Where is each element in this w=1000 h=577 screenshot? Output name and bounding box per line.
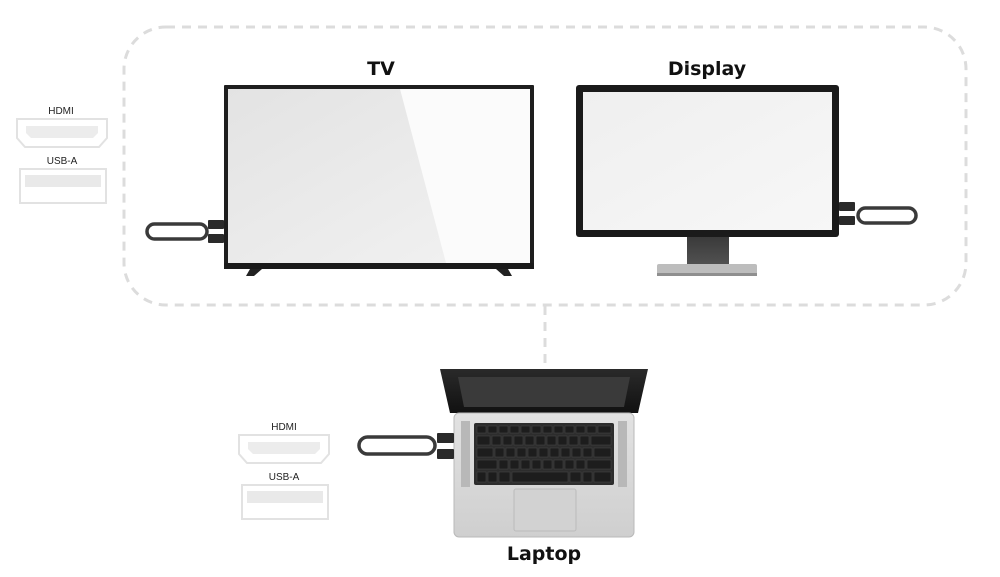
tv-icon — [208, 85, 534, 276]
hdmi-port-icon — [238, 434, 330, 464]
laptop-label: Laptop — [506, 543, 582, 565]
hdmi-label-top: HDMI — [48, 106, 74, 117]
laptop-dongle-icon — [357, 435, 437, 456]
display-dongle-icon — [856, 206, 918, 225]
hdmi-port-icon — [16, 118, 108, 148]
usb-a-label-top: USB-A — [46, 156, 78, 167]
tv-dongle-icon — [145, 222, 209, 241]
usb-a-label-bottom: USB-A — [268, 472, 300, 483]
display-group-dashed-box — [122, 25, 968, 307]
display-label: Display — [667, 58, 747, 80]
tv-label: TV — [367, 58, 395, 80]
laptop-icon — [437, 369, 648, 538]
usb-a-port-icon — [241, 484, 329, 520]
usb-a-port-icon — [19, 168, 107, 204]
hdmi-label-bottom: HDMI — [271, 422, 297, 433]
display-icon — [576, 85, 855, 276]
